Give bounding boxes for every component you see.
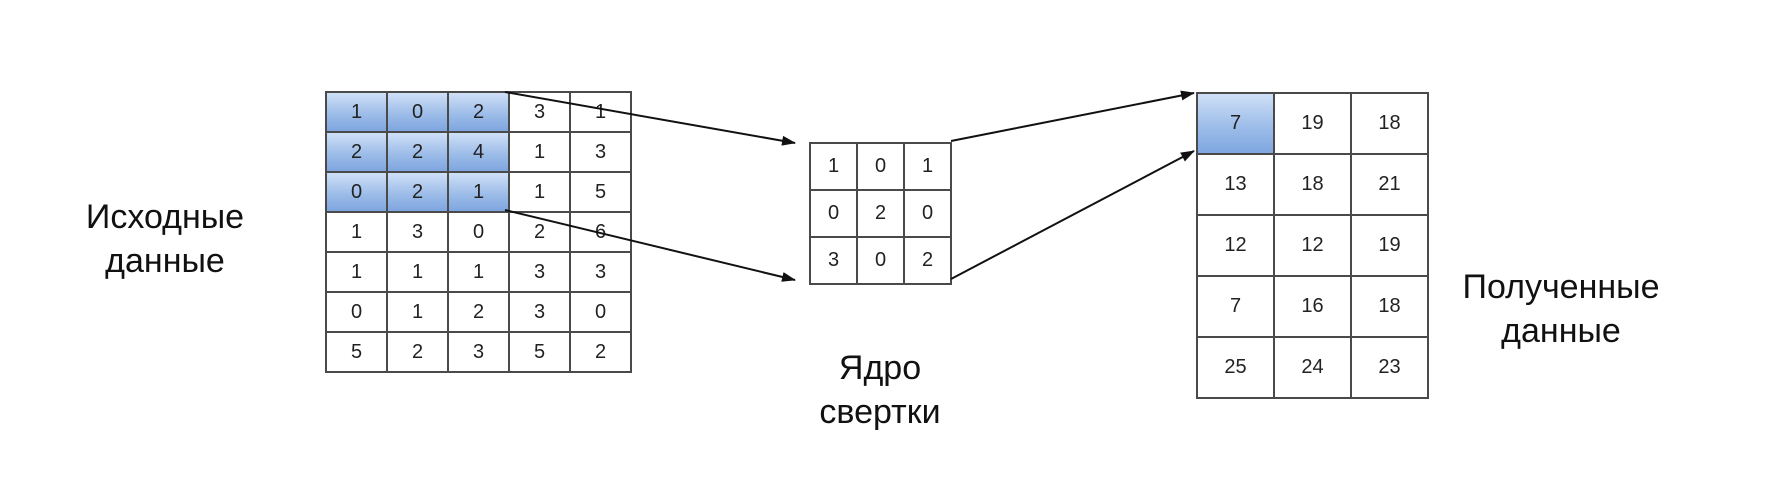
input-matrix-cell: 2 <box>449 93 510 133</box>
input-matrix-cell: 0 <box>388 93 449 133</box>
kernel-matrix-cell: 0 <box>858 144 905 191</box>
output-matrix-cell: 19 <box>1275 94 1352 155</box>
kernel-matrix-cell: 0 <box>858 238 905 285</box>
output-matrix-cell: 24 <box>1275 338 1352 399</box>
input-matrix-cell: 2 <box>388 333 449 373</box>
input-matrix-cell: 2 <box>449 293 510 333</box>
arrow-kernel-top-to-output <box>950 90 1195 142</box>
output-matrix-cell: 18 <box>1352 94 1429 155</box>
kernel-matrix-cell: 1 <box>811 144 858 191</box>
input-matrix-cell: 3 <box>510 293 571 333</box>
input-matrix-cell: 1 <box>388 253 449 293</box>
input-matrix-cell: 1 <box>388 293 449 333</box>
input-matrix-cell: 1 <box>571 93 632 133</box>
input-matrix-cell: 2 <box>388 173 449 213</box>
input-matrix-cell: 1 <box>327 253 388 293</box>
arrow-kernel-bottom-to-output <box>950 150 1195 280</box>
output-matrix-cell: 16 <box>1275 277 1352 338</box>
input-matrix-cell: 2 <box>571 333 632 373</box>
input-matrix-cell: 1 <box>449 173 510 213</box>
kernel-matrix-cell: 2 <box>905 238 952 285</box>
output-data-label-line1: Полученные <box>1462 268 1660 306</box>
input-matrix-cell: 3 <box>571 133 632 173</box>
kernel-matrix-cell: 3 <box>811 238 858 285</box>
output-matrix-cell: 19 <box>1352 216 1429 277</box>
output-matrix-cell: 7 <box>1198 277 1275 338</box>
kernel-label-line1: Ядро <box>838 349 922 387</box>
output-data-label: Полученные данные <box>1446 265 1676 353</box>
output-matrix-cell: 25 <box>1198 338 1275 399</box>
input-matrix-cell: 4 <box>449 133 510 173</box>
input-matrix-cell: 3 <box>388 213 449 253</box>
input-matrix-cell: 3 <box>449 333 510 373</box>
kernel-label-line2: свертки <box>819 393 941 431</box>
input-matrix-cell: 1 <box>510 133 571 173</box>
input-matrix-cell: 1 <box>327 93 388 133</box>
input-matrix-cell: 2 <box>510 213 571 253</box>
input-matrix-cell: 3 <box>510 93 571 133</box>
output-matrix-cell: 21 <box>1352 155 1429 216</box>
input-matrix-cell: 5 <box>327 333 388 373</box>
input-matrix-cell: 1 <box>327 213 388 253</box>
input-data-label-line2: данные <box>105 242 225 280</box>
output-data-label-line2: данные <box>1501 312 1621 350</box>
output-matrix-cell: 23 <box>1352 338 1429 399</box>
input-matrix-cell: 2 <box>327 133 388 173</box>
input-matrix-cell: 0 <box>327 173 388 213</box>
kernel-matrix-cell: 0 <box>811 191 858 238</box>
input-matrix-cell: 1 <box>510 173 571 213</box>
kernel-matrix-cell: 1 <box>905 144 952 191</box>
input-matrix-cell: 3 <box>571 253 632 293</box>
input-matrix-cell: 2 <box>388 133 449 173</box>
input-matrix-cell: 1 <box>449 253 510 293</box>
kernel-matrix-cell: 0 <box>905 191 952 238</box>
output-matrix-cell: 7 <box>1198 94 1275 155</box>
input-matrix-cell: 0 <box>449 213 510 253</box>
kernel-label: Ядро свертки <box>780 346 980 434</box>
output-matrix-cell: 12 <box>1275 216 1352 277</box>
input-matrix-cell: 0 <box>327 293 388 333</box>
input-data-label: Исходные данные <box>70 195 260 283</box>
input-matrix-cell: 5 <box>571 173 632 213</box>
input-matrix-cell: 0 <box>571 293 632 333</box>
output-matrix-cell: 18 <box>1352 277 1429 338</box>
input-matrix-cell: 6 <box>571 213 632 253</box>
input-matrix-cell: 3 <box>510 253 571 293</box>
output-matrix-cell: 12 <box>1198 216 1275 277</box>
kernel-matrix-cell: 2 <box>858 191 905 238</box>
output-matrix-cell: 18 <box>1275 155 1352 216</box>
input-data-label-line1: Исходные <box>85 198 245 236</box>
input-matrix-cell: 5 <box>510 333 571 373</box>
output-matrix-cell: 13 <box>1198 155 1275 216</box>
